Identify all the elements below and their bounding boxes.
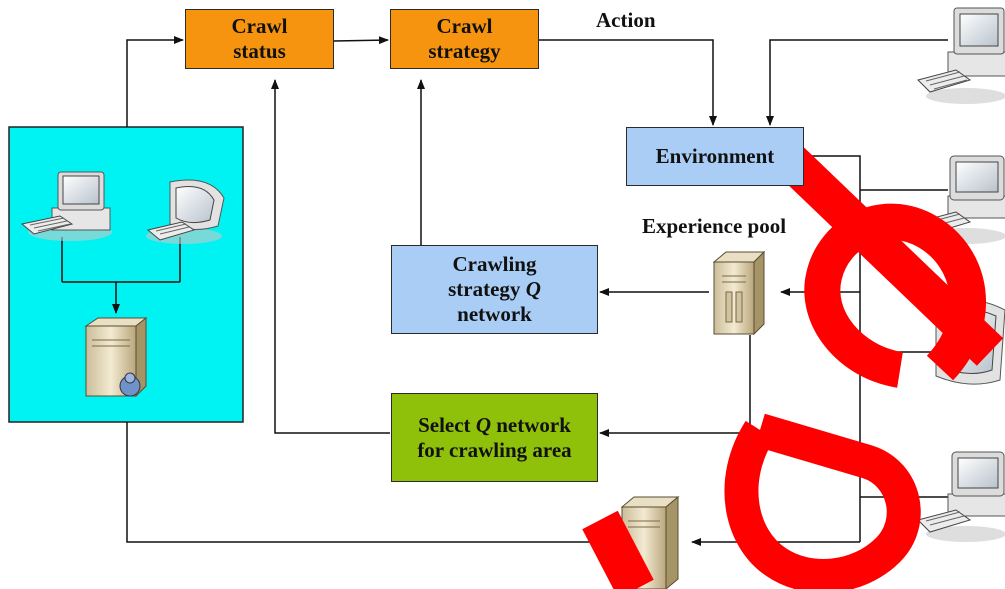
environment-label: Environment bbox=[655, 144, 775, 169]
crawl-status-box: Crawl status bbox=[185, 9, 334, 69]
desktop-computer-icon bbox=[917, 7, 1005, 104]
crawling-strategy-q-network-box: Crawling strategy Q network bbox=[391, 245, 598, 334]
desktop-computer-icon bbox=[917, 451, 1005, 542]
desktop-computer-icon bbox=[20, 171, 112, 241]
crawl-strategy-box: Crawl strategy bbox=[390, 9, 539, 69]
crawl-strategy-label: Crawl strategy bbox=[428, 14, 501, 63]
select-q-suffix: network bbox=[490, 412, 571, 437]
watermark-graphic bbox=[582, 132, 1004, 589]
q-network-line-2: strategy Q bbox=[448, 277, 541, 302]
q-network-line-2-text: strategy bbox=[448, 277, 526, 302]
action-label: Action bbox=[596, 8, 656, 32]
select-q-network-box: Select Q network for crawling area bbox=[391, 393, 598, 482]
crt-monitor-icon bbox=[146, 179, 225, 244]
user-server-icon bbox=[84, 316, 148, 398]
crawl-status-label: Crawl status bbox=[231, 14, 288, 63]
experience-pool-label: Experience pool bbox=[642, 214, 787, 238]
select-q-prefix: Select bbox=[418, 412, 476, 437]
select-q-line-1: Select Q network bbox=[417, 413, 571, 438]
q-network-line-1: Crawling bbox=[452, 252, 537, 277]
server-tower-icon bbox=[712, 250, 766, 336]
q-network-line-3: network bbox=[457, 301, 532, 326]
q-symbol: Q bbox=[525, 277, 541, 302]
q-symbol: Q bbox=[475, 412, 491, 437]
environment-box: Environment bbox=[626, 127, 804, 186]
select-q-line-2: for crawling area bbox=[417, 437, 572, 462]
